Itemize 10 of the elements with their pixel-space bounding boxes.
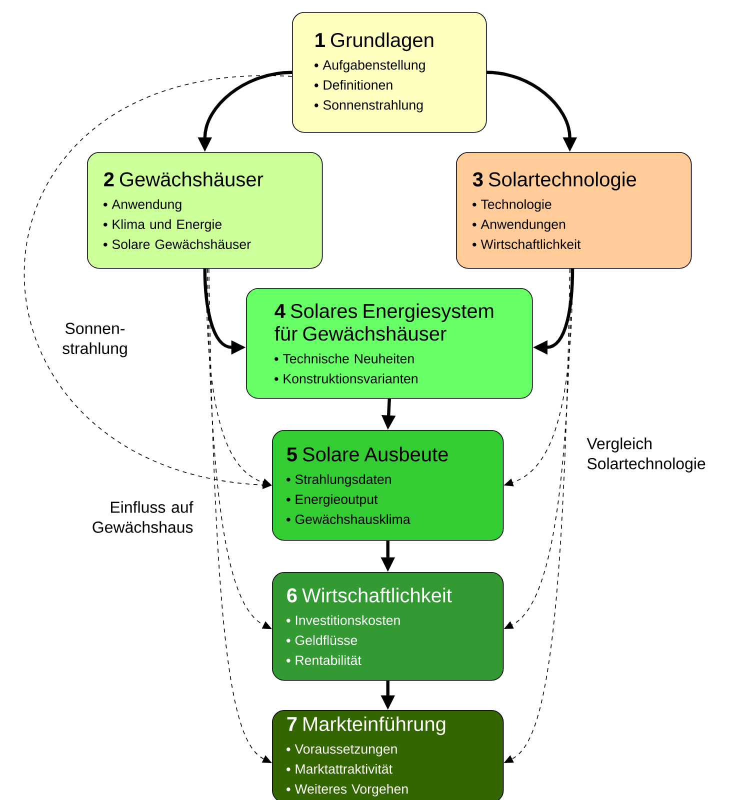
process-box: 6 Wirtschaftlichkeit Investitionskosten Geldflüsse Rentabilität xyxy=(272,572,504,681)
process-box: 5 Solare Ausbeute Strahlungsdaten Energieoutput Gewächshausklima xyxy=(272,430,504,541)
process-box: 1 Grundlagen Aufgabenstellung Definitionen Sonnenstrahlung xyxy=(292,12,487,133)
process-box: 7 Markteinführung Voraussetzungen Marktattraktivität Weiteres Vorgehen xyxy=(272,710,504,800)
edge-label: Vergleich Solartechnologie xyxy=(586,438,706,472)
edge-label: Sonnen-strahlung xyxy=(62,322,127,358)
process-box: 3 Solartechnologie Technologie Anwendungen Wirtschaftlichkeit xyxy=(456,152,692,269)
process-box: 4 Solares Energiesystem für Gewächshäuser Technische Neuheiten Konstruktionsvarianten xyxy=(246,288,533,399)
edge-label: Einfluss auf Gewächshaus xyxy=(92,501,194,533)
process-box: 2 Gewächshäuser Anwendung Klima und Energie Solare Gewächshäuser xyxy=(87,152,323,269)
